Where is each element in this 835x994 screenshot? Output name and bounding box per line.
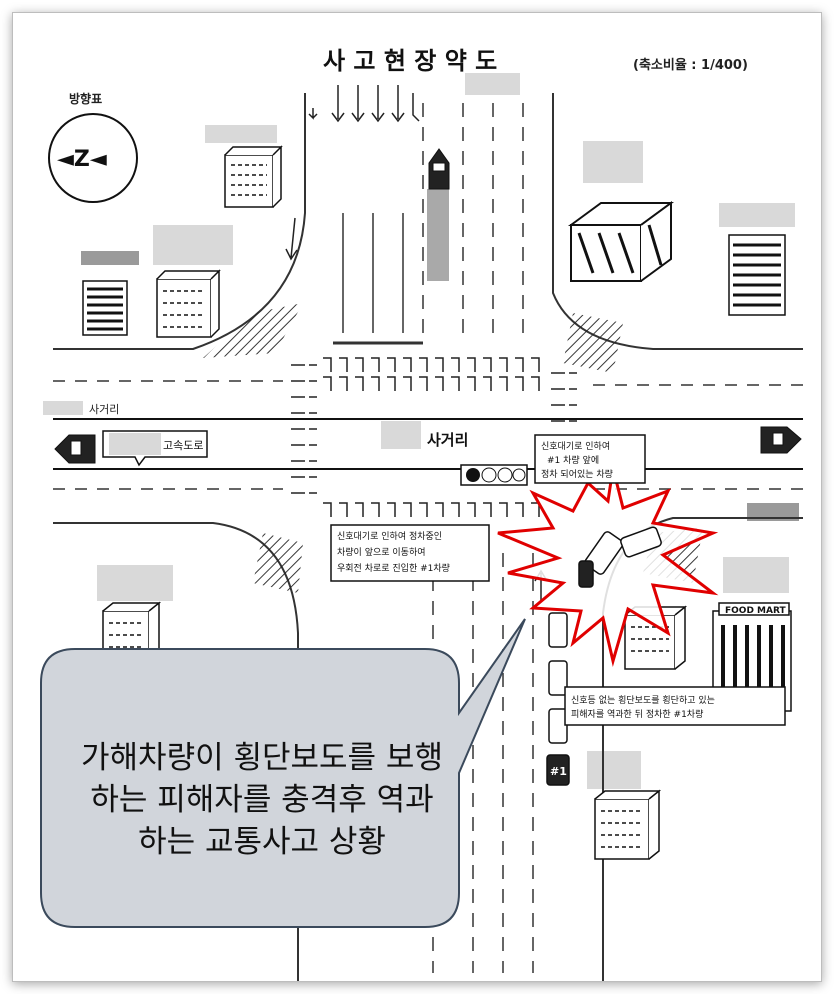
lane-arrows-top bbox=[308, 85, 420, 123]
crosswalk-left bbox=[291, 364, 317, 494]
lane-note-line-2: 차량이 앞으로 이동하여 bbox=[337, 546, 426, 558]
highway-sign-box: 고속도로 bbox=[102, 430, 208, 467]
victim-note-box: 신호등 없는 횡단보도를 횡단하고 있는 피해자를 역과한 뒤 정차한 #1차량 bbox=[564, 686, 786, 726]
intersection-label: 사거리 bbox=[427, 431, 468, 449]
victim-note-line-1: 신호등 없는 횡단보도를 횡단하고 있는 bbox=[571, 694, 715, 706]
redaction-boxes bbox=[43, 73, 799, 789]
lane-note-box: 신호대기로 인하여 정차중인 차량이 앞으로 이동하여 우회전 차로로 진입한 … bbox=[330, 524, 490, 582]
lane-note-line-1: 신호대기로 인하여 정차중인 bbox=[337, 530, 442, 542]
horizontal-lanes bbox=[53, 380, 803, 490]
building-icon-bottom-right bbox=[594, 789, 662, 860]
crashed-vehicles bbox=[578, 526, 662, 588]
accident-scene-diagram: 사 고 현 장 약 도 (축소비율 : 1/400) 방향표 ◄Z◄ bbox=[40, 47, 803, 981]
crosswalk-bottom bbox=[323, 502, 540, 517]
building-icon-left-dark bbox=[82, 280, 128, 336]
victim-note-line-2: 피해자를 역과한 뒤 정차한 #1차량 bbox=[571, 708, 703, 720]
highway-sign: 고속도로 bbox=[163, 439, 203, 452]
road-label-left: 사거리 bbox=[89, 403, 119, 416]
callout-bubble bbox=[40, 618, 526, 928]
compass: 방향표 ◄Z◄ bbox=[48, 91, 138, 203]
vehicle-icon-queue: #1 bbox=[546, 612, 570, 786]
store-sign: FOOD MART bbox=[725, 606, 787, 616]
vehicle-icon-left bbox=[54, 434, 96, 464]
diagram-title: 사 고 현 장 약 도 bbox=[323, 47, 497, 75]
building-icon-right-glass bbox=[567, 201, 675, 282]
signal-note-line-3: 정차 되어있는 차량 bbox=[541, 468, 613, 480]
vehicle-icon-top bbox=[428, 148, 450, 190]
signal-note-line-1: 신호대기로 인하여 bbox=[541, 440, 610, 452]
scale-label: (축소비율 : 1/400) bbox=[633, 57, 748, 73]
compass-arrow-icon: ◄Z◄ bbox=[57, 147, 107, 172]
traffic-signal-icon bbox=[460, 464, 528, 486]
building-icon-top bbox=[224, 145, 283, 208]
lane-note-line-3: 우회전 차로로 진입한 #1차량 bbox=[337, 562, 450, 574]
crosswalk-top bbox=[323, 357, 540, 391]
building-icon-left bbox=[156, 269, 221, 338]
car-label: #1 bbox=[550, 765, 567, 778]
vehicle-icon-right bbox=[760, 426, 802, 454]
compass-label: 방향표 bbox=[69, 91, 102, 106]
center-lines bbox=[53, 418, 803, 470]
signal-note-box: 신호대기로 인하여 #1 차량 앞에 정차 되어있는 차량 bbox=[534, 434, 646, 484]
building-icon-right-tower bbox=[728, 234, 786, 316]
corner-hatching bbox=[203, 303, 703, 593]
signal-note-line-2: #1 차량 앞에 bbox=[547, 454, 599, 466]
diagram-frame: 사 고 현 장 약 도 (축소비율 : 1/400) 방향표 ◄Z◄ bbox=[12, 12, 822, 982]
